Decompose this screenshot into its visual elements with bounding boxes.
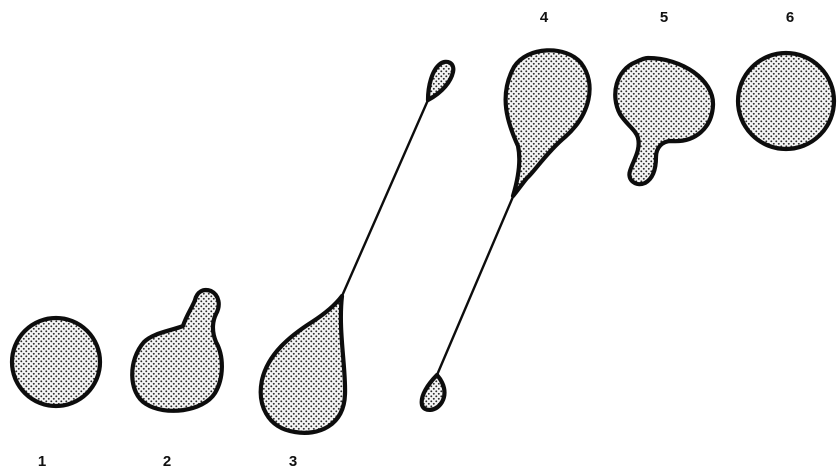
drop-stage-5: 5 <box>615 9 713 184</box>
stage-label-2: 2 <box>163 453 171 470</box>
stage-label-4: 4 <box>540 9 549 26</box>
drop-stage-2: 2 <box>132 290 222 470</box>
drop-stage-6: 6 <box>738 9 834 149</box>
stage-label-5: 5 <box>660 9 668 26</box>
stage-label-3: 3 <box>289 453 297 470</box>
drop-stage-1: 1 <box>12 318 100 470</box>
stage-label-1: 1 <box>38 453 46 470</box>
stage-label-6: 6 <box>786 9 794 26</box>
